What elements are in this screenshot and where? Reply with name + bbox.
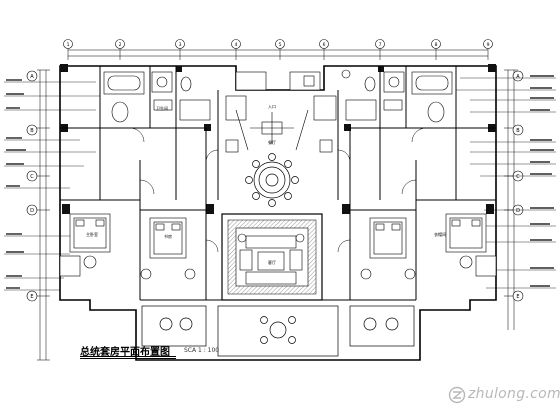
top-centre-rooms xyxy=(225,69,351,121)
grid-label-left: C xyxy=(30,174,34,180)
room-label: 餐厅 xyxy=(268,139,276,145)
leader-lines-right xyxy=(456,77,556,289)
grid-label-left: D xyxy=(30,208,34,214)
grid-label-top: 1 xyxy=(67,42,70,48)
grid-label-top: 3 xyxy=(179,42,182,48)
grid-label-right: D xyxy=(516,208,520,214)
grid-label-left: E xyxy=(30,294,33,300)
top-dimension-lines xyxy=(67,47,489,60)
room-label: 书房 xyxy=(164,233,172,239)
grid-label-top: 6 xyxy=(323,42,326,48)
zhulong-logo-icon xyxy=(448,386,466,404)
grid-label-top: 4 xyxy=(235,42,238,48)
interior-walls xyxy=(60,66,496,301)
drawing-scale: SCA 1 : 100 xyxy=(184,347,220,354)
bedroom-left xyxy=(59,213,196,280)
annotation-marks-right xyxy=(530,75,554,287)
room-label: 卫生间 xyxy=(156,105,168,111)
grid-label-top: 8 xyxy=(435,42,438,48)
watermark-text: zhulong.com xyxy=(468,386,560,402)
entry-lobby xyxy=(225,109,333,153)
leader-lines-left xyxy=(4,81,100,291)
living-room-sofa xyxy=(237,233,305,285)
room-label: 入口 xyxy=(268,104,276,109)
grid-label-top: 9 xyxy=(487,42,490,48)
grid-label-top: 7 xyxy=(379,42,382,48)
room-label: 主卧室 xyxy=(86,231,98,237)
bathroom-left xyxy=(103,71,211,123)
drawing-title: 总统套房平面布置图 xyxy=(80,347,170,358)
grid-label-right: A xyxy=(516,74,520,80)
grid-bubbles-right xyxy=(512,70,524,302)
title-underline-thin xyxy=(80,358,176,359)
grid-bubbles-top xyxy=(63,39,493,49)
door-swings xyxy=(129,127,427,253)
grid-label-right: C xyxy=(516,174,520,180)
grid-label-right: B xyxy=(516,128,520,134)
annotation-marks-left xyxy=(6,79,26,289)
left-dimension-lines xyxy=(37,69,50,361)
room-label: 衣帽间 xyxy=(434,231,446,237)
room-label: 客厅 xyxy=(268,259,276,265)
bottom-terrace xyxy=(141,305,415,357)
title-underline xyxy=(80,356,176,357)
bathroom-right xyxy=(345,71,453,123)
grid-label-right: E xyxy=(516,294,519,300)
right-dimension-lines xyxy=(504,69,518,330)
grid-label-left: A xyxy=(30,74,34,80)
grid-label-left: B xyxy=(30,128,34,134)
dining-table xyxy=(245,153,299,207)
bedroom-right xyxy=(360,213,497,280)
grid-label-top: 5 xyxy=(279,42,282,48)
grid-bubbles-left xyxy=(26,70,38,302)
grid-label-top: 2 xyxy=(119,42,122,48)
